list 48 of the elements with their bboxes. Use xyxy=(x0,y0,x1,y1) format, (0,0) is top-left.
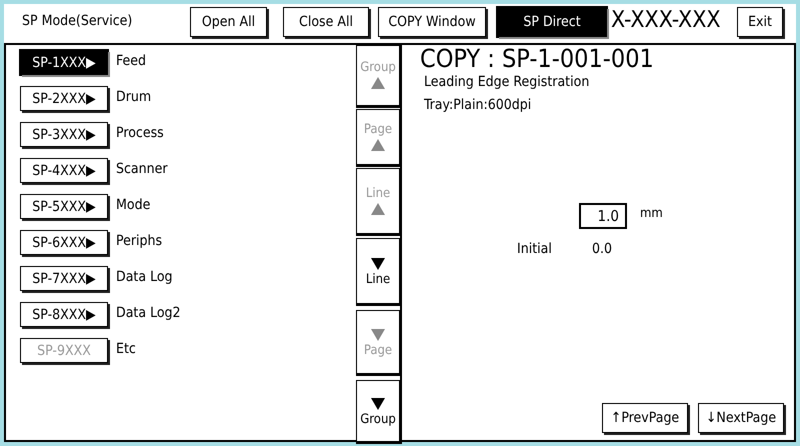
button: SP-7XXX▶ xyxy=(20,266,108,291)
button: SP Direct xyxy=(497,7,607,37)
scroll-button xyxy=(356,238,402,306)
button-label: Group xyxy=(360,412,396,426)
text-label: Tray:Plain:600dpi xyxy=(424,97,532,113)
panel xyxy=(400,43,796,442)
button: Exit xyxy=(737,7,783,37)
menu-label: Feed xyxy=(116,53,146,69)
scroll-button xyxy=(356,380,402,444)
button: SP-3XXX▶ xyxy=(20,122,108,147)
button: SP-5XXX▶ xyxy=(20,194,108,219)
button: SP-2XXX▶ xyxy=(20,86,108,111)
menu-label: Data Log2 xyxy=(116,305,181,321)
button: Close All xyxy=(283,7,369,37)
button: ↑PrevPage xyxy=(602,403,688,433)
button: Open All xyxy=(190,7,267,37)
menu-label: Drum xyxy=(116,89,152,105)
menu-label: Scanner xyxy=(116,161,168,177)
scroll-button xyxy=(356,310,402,376)
menu-label: Process xyxy=(116,125,164,141)
text-label: 0.0 xyxy=(592,241,612,257)
button-label: Group xyxy=(360,60,396,75)
button: SP-8XXX▶ xyxy=(20,302,108,327)
button-label: Line xyxy=(366,272,390,286)
text-label: mm xyxy=(640,206,663,221)
button: COPY Window xyxy=(378,7,486,37)
input-field: 1.0 xyxy=(579,203,627,229)
button: SP-9XXX xyxy=(20,338,108,363)
text-label: COPY : SP-1-001-001 xyxy=(420,44,654,73)
text-label: X-XXX-XXX xyxy=(611,7,721,33)
button: SP-6XXX▶ xyxy=(20,230,108,255)
button-label: Page xyxy=(364,342,392,358)
menu-label: Mode xyxy=(116,197,150,213)
button-label: Line xyxy=(366,186,390,200)
button-label: Page xyxy=(364,122,392,136)
menu-label: Data Log xyxy=(116,269,173,285)
menu-label: Periphs xyxy=(116,233,162,249)
screen-title: SP Mode(Service) xyxy=(22,13,132,29)
scroll-button xyxy=(356,168,402,236)
button: SP-4XXX▶ xyxy=(20,158,108,183)
scroll-button xyxy=(356,45,402,108)
panel xyxy=(4,43,402,442)
menu-label: Etc xyxy=(116,341,136,357)
button: ↓NextPage xyxy=(698,403,784,433)
scroll-button xyxy=(356,109,402,167)
text-label: Initial xyxy=(517,241,552,257)
button: SP-1XXX▶ xyxy=(20,50,108,75)
text-label: Leading Edge Registration xyxy=(424,74,590,90)
